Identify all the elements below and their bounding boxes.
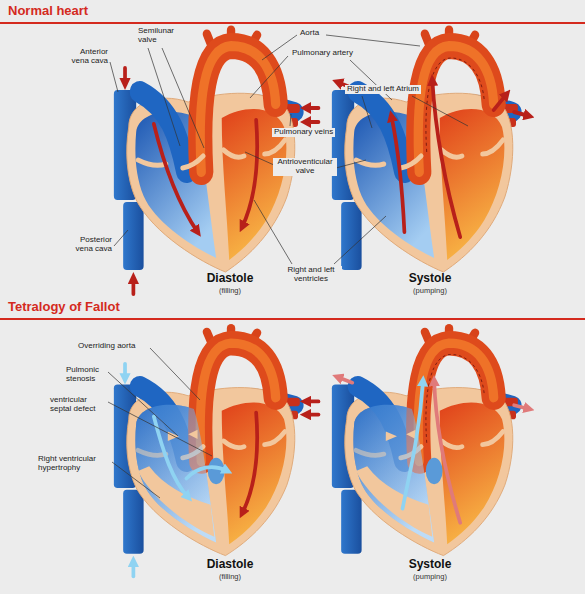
tof-heart-systole	[403, 381, 423, 509]
phase-note: (filling)	[190, 573, 270, 581]
part-label: Right and left ventricles	[280, 266, 342, 284]
normal-heart-systole	[514, 112, 529, 116]
leader-line	[412, 96, 468, 126]
tof-heart-diastole	[242, 413, 257, 514]
part-label: Semilunar valve	[138, 27, 190, 45]
tof-heart-diastole	[123, 364, 127, 379]
leader-line	[108, 372, 178, 436]
leader-line	[326, 35, 420, 46]
phase-note: (pumping)	[390, 573, 470, 581]
part-label: Anterior vena cava	[62, 48, 108, 66]
tof-heart-systole	[332, 328, 518, 555]
normal-heart-systole	[332, 30, 529, 272]
normal-heart-systole	[432, 80, 460, 237]
phase-note: (pumping)	[390, 287, 470, 295]
section-rule	[0, 22, 585, 320]
normal-heart-systole	[332, 30, 518, 272]
tof-heart-diastole	[305, 400, 318, 404]
tof-heart-diastole	[186, 467, 227, 478]
normal-heart-diastole	[123, 68, 127, 84]
normal-heart-diastole	[242, 120, 257, 227]
part-label: Overriding aorta	[78, 342, 135, 351]
leader-line	[148, 48, 180, 146]
tof-heart-systole	[434, 381, 460, 523]
section-heading: Tetralogy of Fallot	[8, 300, 120, 314]
leader-line	[290, 114, 291, 126]
leader-line	[162, 48, 204, 148]
leader-line	[350, 60, 392, 100]
section-rule	[0, 22, 585, 24]
leader-line	[362, 96, 372, 128]
part-label: Pulmonary artery	[290, 49, 355, 58]
tof-heart-diastole	[114, 328, 319, 576]
part-label: Antrioventicular valve	[273, 158, 337, 176]
part-label: ventricular septal defect	[50, 396, 106, 414]
tof-heart-systole	[356, 466, 432, 536]
phase-title: Systole	[390, 558, 470, 571]
tof-heart-diastole	[125, 364, 318, 576]
leader-line	[108, 402, 212, 456]
part-label: Posterior vena cava	[66, 236, 112, 254]
section-rule	[0, 318, 585, 320]
normal-heart-diastole	[305, 120, 318, 124]
normal-heart-diastole	[305, 106, 318, 110]
normal-heart-diastole	[132, 278, 136, 294]
tof-heart-systole	[353, 405, 434, 543]
section-heading: Normal heart	[8, 4, 88, 18]
tof-heart-systole	[337, 377, 352, 383]
tof-heart-systole	[332, 328, 529, 555]
normal-heart-systole	[494, 94, 507, 110]
leader-line	[334, 216, 386, 264]
tof-heart-diastole	[114, 328, 300, 555]
part-label: Right ventricular hypertrophy	[38, 455, 108, 473]
part-label: Pulmonary veins	[272, 128, 335, 137]
leader-line	[108, 35, 468, 498]
leader-line	[245, 152, 274, 165]
tof-heart-systole	[426, 458, 443, 484]
phase-note: (filling)	[190, 287, 270, 295]
tof-heart-diastole	[135, 405, 216, 543]
leader-line	[336, 160, 366, 168]
normal-heart-diastole	[154, 124, 198, 232]
leader-line	[150, 348, 200, 400]
normal-heart-diastole	[114, 30, 300, 272]
normal-heart-systole	[391, 116, 404, 232]
leader-line	[250, 56, 288, 98]
tof-heart-diastole	[208, 458, 225, 484]
leader-line	[114, 230, 128, 246]
normal-heart-diastole	[125, 68, 318, 294]
leader-line	[110, 62, 118, 92]
tof-heart-diastole	[305, 413, 318, 417]
tof-heart-diastole	[132, 561, 136, 576]
part-label: Right and left Atrium	[345, 85, 421, 94]
normal-heart-systole	[337, 80, 529, 237]
phase-title: Systole	[390, 272, 470, 285]
leader-line	[254, 200, 292, 264]
part-label: Aorta	[300, 29, 319, 38]
part-label: Pulmonic stenosis	[66, 366, 111, 384]
phase-title: Diastole	[190, 272, 270, 285]
phase-title: Diastole	[190, 558, 270, 571]
tof-heart-systole	[514, 405, 529, 409]
leader-line	[112, 462, 160, 498]
tof-heart-systole	[386, 430, 416, 441]
tof-heart-systole	[337, 377, 529, 523]
